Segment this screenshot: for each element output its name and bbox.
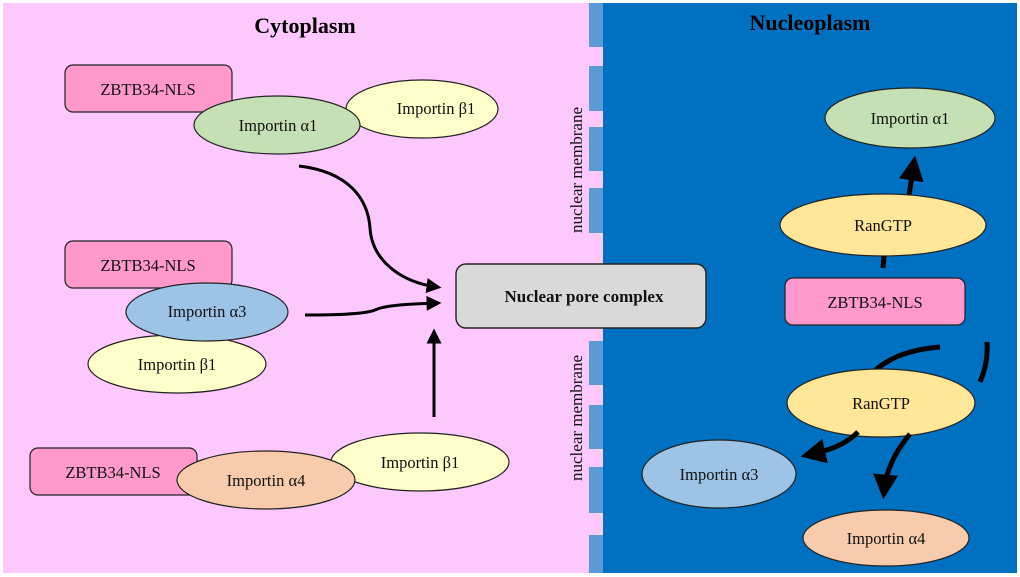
arrow-rangtp-to-alpha1: [898, 155, 924, 196]
importin-alpha3-ellipse: [125, 282, 289, 342]
released-importin-alpha1-ellipse: [824, 87, 996, 149]
rangtp-bottom-label: RanGTP: [852, 394, 910, 413]
complex-alpha1: ZBTB34-NLS Importin β1 Importin α1: [64, 64, 499, 155]
arrow-rangtp-to-alpha4: [873, 432, 912, 500]
zbtb34-nls-box: [64, 240, 233, 289]
released-importin-alpha1-label: Importin α1: [871, 109, 950, 128]
nuclear-zbtb34-nls-box: [784, 277, 966, 326]
importin-alpha3-label: Importin α3: [168, 302, 247, 321]
nucleoplasm-title: Nucleoplasm: [750, 10, 871, 35]
membrane-label-bottom: nuclear membrane: [567, 355, 586, 481]
nuclear-membrane: [589, 3, 603, 573]
importin-beta1-label: Importin β1: [138, 355, 217, 374]
released-importin-alpha4-label: Importin α4: [847, 529, 926, 548]
zbtb34-nls-label: ZBTB34-NLS: [100, 256, 195, 275]
membrane-label-top: nuclear membrane: [567, 107, 586, 233]
nuclear-zbtb34-nls-label: ZBTB34-NLS: [827, 293, 922, 312]
arc-right-into-rangtp: [977, 341, 990, 383]
arrow-rangtp-to-alpha3: [800, 430, 860, 464]
zbtb34-nls-label: ZBTB34-NLS: [100, 80, 195, 99]
rangtp-bottom-ellipse: [786, 368, 976, 438]
released-importin-alpha3-ellipse: [641, 439, 797, 509]
importin-alpha4-label: Importin α4: [227, 471, 306, 490]
arrow-alpha3-to-npc: [304, 295, 442, 317]
released-importin-alpha3-label: Importin α3: [680, 465, 759, 484]
complex-alpha4: ZBTB34-NLS Importin β1 Importin α4: [29, 432, 510, 510]
zbtb34-nls-box: [64, 64, 233, 113]
nuclear-pore-complex: [455, 263, 707, 329]
released-importin-alpha4-ellipse: [802, 509, 970, 567]
rangtp-top-label: RanGTP: [854, 216, 912, 235]
zbtb34-nls-label: ZBTB34-NLS: [65, 463, 160, 482]
cytoplasm-title: Cytoplasm: [254, 13, 355, 38]
importin-alpha1-ellipse: [193, 95, 361, 155]
connector-cargo-to-rangtp: [880, 255, 887, 269]
arrow-alpha1-to-npc: [298, 164, 442, 294]
importin-beta1-label: Importin β1: [381, 453, 460, 472]
importin-alpha4-ellipse: [176, 450, 356, 510]
npc-label: Nuclear pore complex: [505, 287, 664, 306]
importin-beta1-label: Importin β1: [397, 99, 476, 118]
complex-alpha3: ZBTB34-NLS Importin β1 Importin α3: [64, 240, 289, 394]
importin-alpha1-label: Importin α1: [239, 116, 318, 135]
